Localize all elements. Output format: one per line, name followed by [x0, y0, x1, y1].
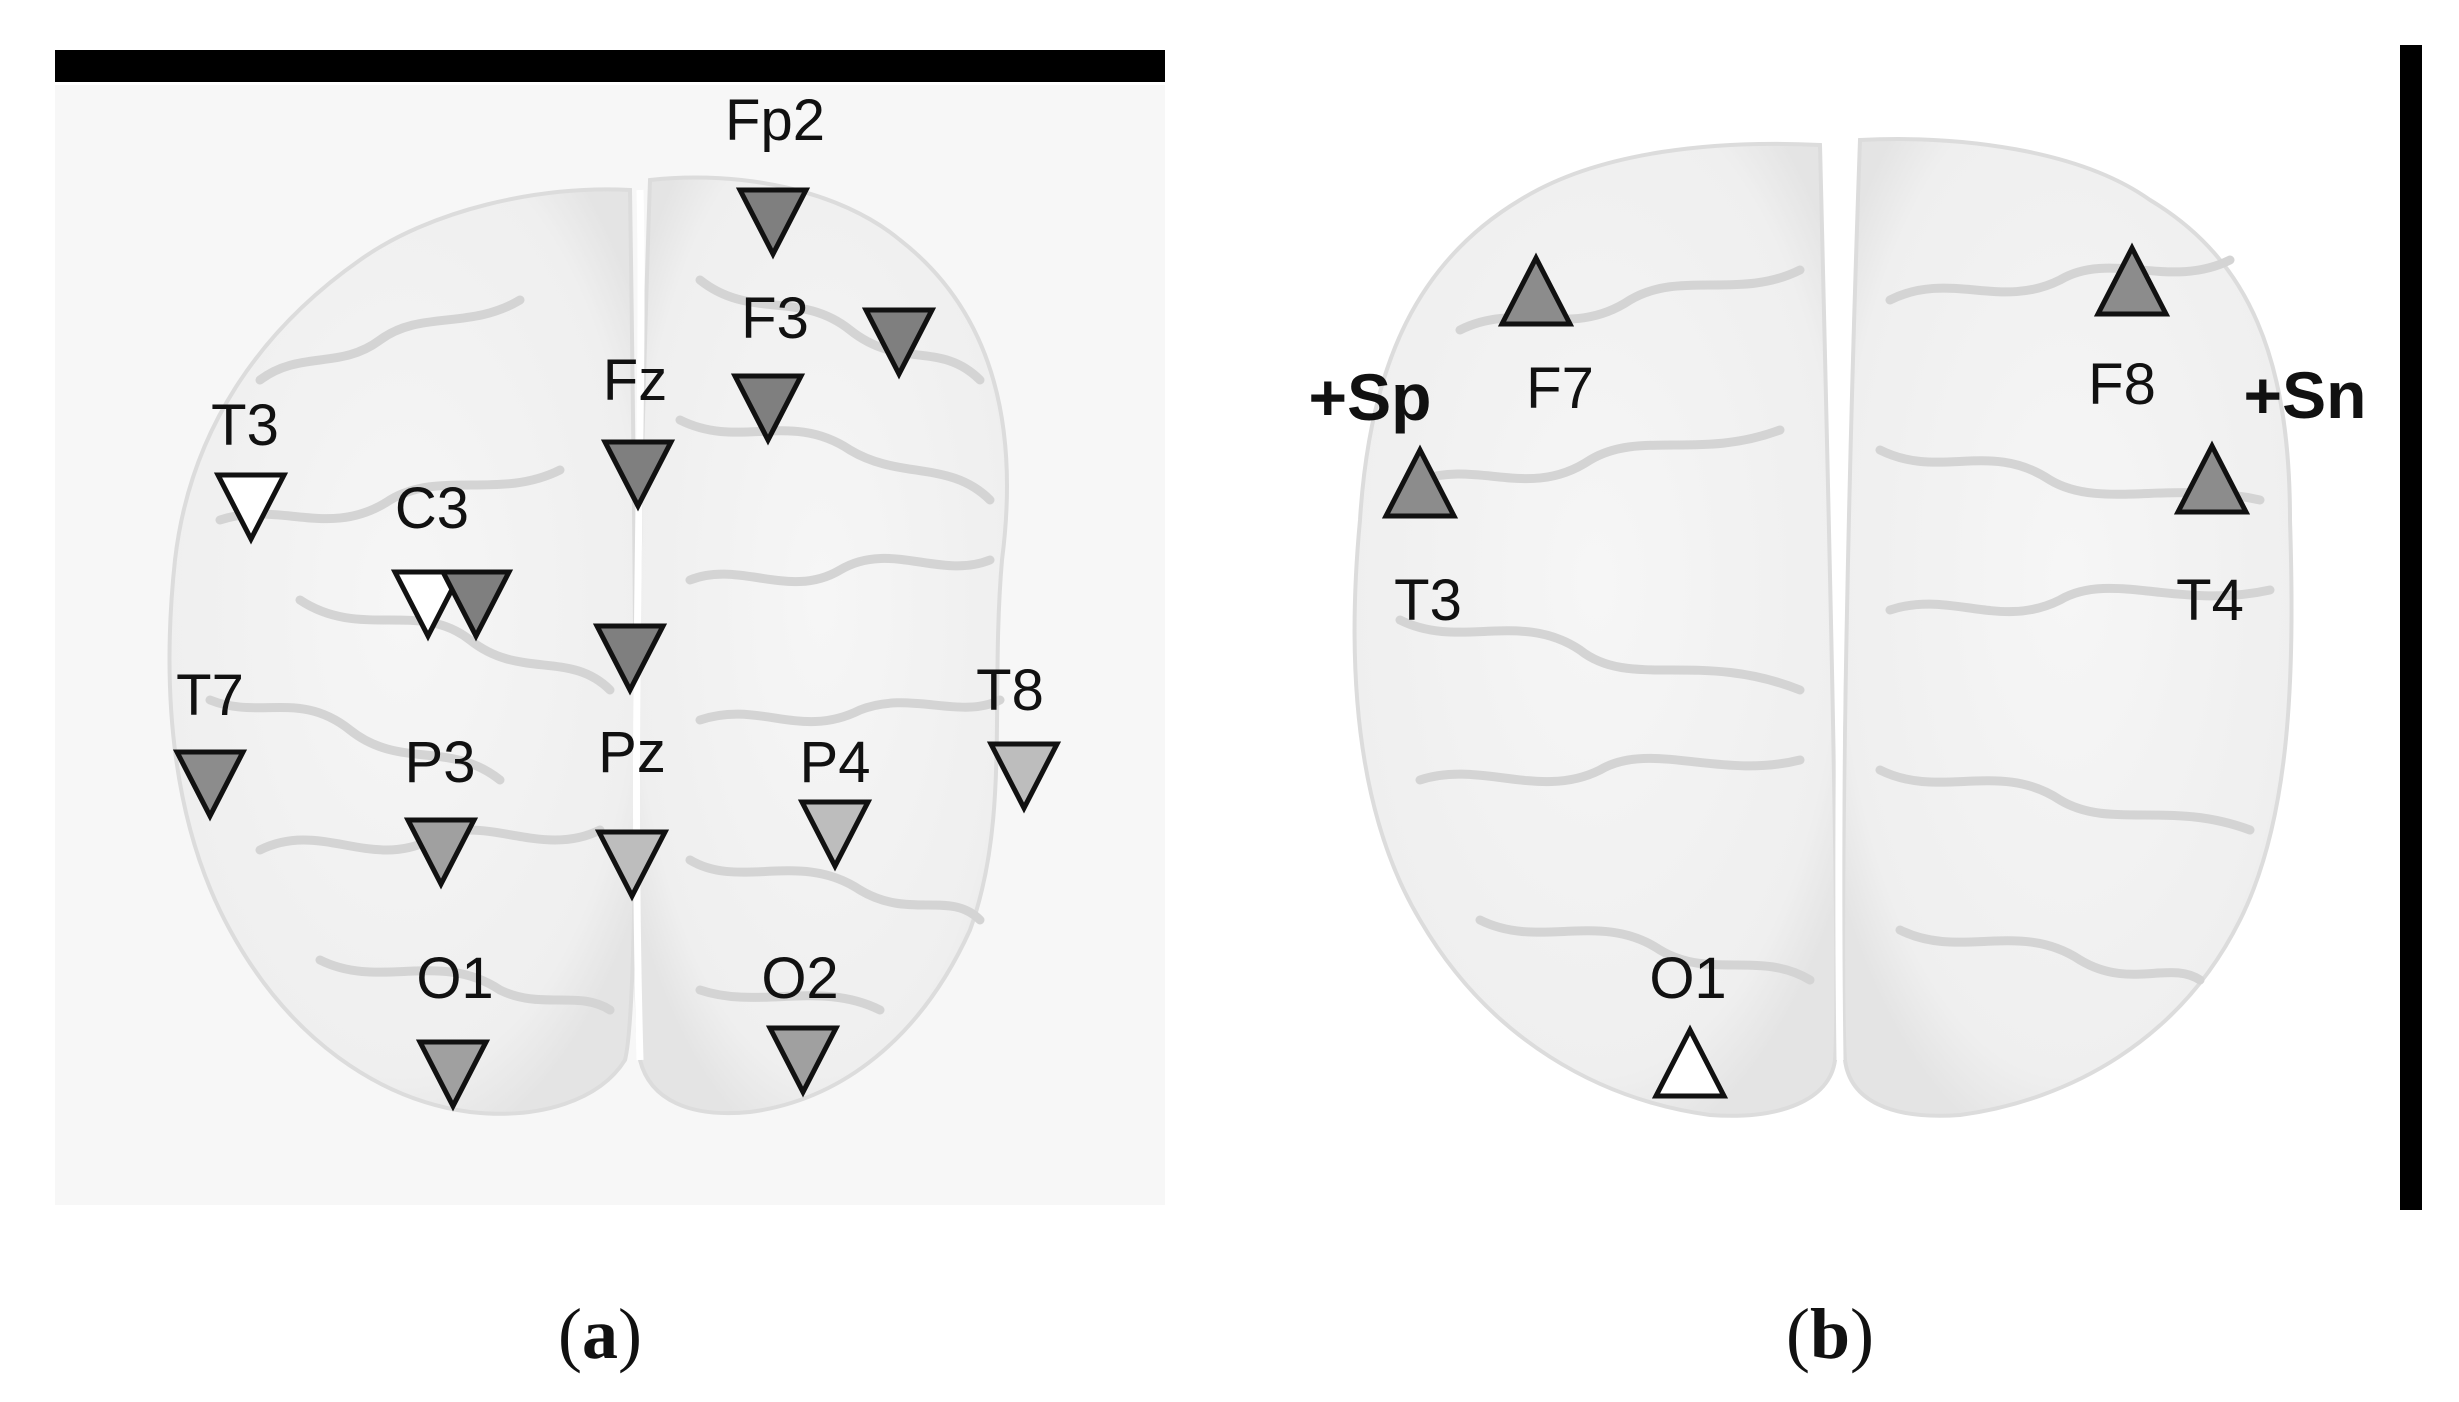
electrode-f3: F3 — [730, 286, 809, 446]
panel-b-midline-fissure — [1835, 149, 1848, 1061]
panel-b-right-hemisphere — [1841, 137, 2294, 1118]
electrode-marker-down — [213, 472, 289, 545]
electrode-label: F3 — [741, 286, 809, 351]
electrode-label: T8 — [976, 658, 1044, 723]
electrode-label: Fz — [603, 348, 667, 413]
electrode-o1-b: O1 — [1649, 946, 1729, 1099]
electrode-t4: T4 — [2173, 440, 2251, 633]
electrode-marker-down — [730, 373, 806, 446]
panel-a: Fp2 F3 Fz T3 C3 — [55, 50, 1165, 1374]
electrode-o1: O1 — [415, 946, 494, 1112]
electrode-label: T3 — [211, 393, 279, 458]
electrode-label: P4 — [800, 730, 871, 795]
electrode-label: F7 — [1526, 356, 1594, 421]
label-plus-sp: +Sp — [1309, 360, 1432, 434]
electrode-marker-up — [2093, 242, 2171, 317]
electrode-label: C3 — [395, 476, 469, 541]
electrode-marker-down — [765, 1025, 841, 1098]
electrode-marker-down — [390, 569, 466, 642]
electrode-unlabeled-frontal-right — [861, 307, 937, 380]
electrode-t3: T3 — [211, 393, 289, 545]
panel-a-brain — [167, 175, 1009, 1116]
electrode-p3: P3 — [403, 730, 479, 890]
electrode-t8: T8 — [976, 658, 1062, 814]
electrode-marker-down — [594, 829, 670, 902]
electrode-label: O1 — [416, 946, 493, 1011]
electrode-label: T3 — [1394, 568, 1462, 633]
electrode-marker-up — [1651, 1024, 1729, 1099]
electrode-marker-down — [172, 749, 248, 822]
panel-a-caption: (a) — [558, 1294, 642, 1374]
label-plus-sn: +Sn — [2244, 358, 2367, 432]
electrode-label: P3 — [405, 730, 476, 795]
electrode-label: T4 — [2176, 568, 2244, 633]
electrode-label: Pz — [598, 720, 666, 785]
electrode-label: T7 — [176, 663, 244, 728]
electrode-unlabeled-central-midline — [592, 623, 668, 696]
electrode-f7: F7 — [1497, 252, 1594, 421]
electrode-t3-b: T3 — [1381, 444, 1462, 633]
electrode-label: O1 — [1649, 946, 1726, 1011]
electrode-label: O2 — [761, 946, 838, 1011]
panel-b: F7 F8 T3 T4 O1 +Sp +Sn — [1309, 45, 2422, 1374]
electrode-label: F8 — [2088, 352, 2156, 417]
electrode-fp2: Fp2 — [725, 88, 825, 260]
electrode-o2: O2 — [761, 946, 841, 1098]
panel-b-gyri — [1395, 255, 2275, 985]
electrode-marker-down — [592, 623, 668, 696]
electrode-marker-up — [1381, 444, 1459, 519]
electrode-marker-up — [1497, 252, 1575, 327]
electrode-marker-down — [986, 741, 1062, 814]
electrode-marker-down — [403, 817, 479, 890]
electrode-fz: Fz — [600, 348, 676, 512]
panel-b-vertical-bar — [2400, 45, 2422, 1210]
electrode-marker-down — [797, 799, 873, 872]
electrode-marker-down — [861, 307, 937, 380]
electrode-marker-down — [735, 187, 811, 260]
panel-a-midline-fissure — [632, 189, 645, 1061]
panel-a-horizontal-bar — [55, 50, 1165, 82]
panel-b-brain — [1352, 137, 2294, 1118]
panel-b-caption: (b) — [1786, 1294, 1874, 1374]
panel-b-electrodes: F7 F8 T3 T4 O1 — [1381, 242, 2251, 1099]
electrode-marker-down — [415, 1039, 491, 1112]
electrode-c3: C3 — [390, 476, 514, 642]
electrode-marker-down — [438, 569, 514, 642]
electrode-marker-up — [2173, 440, 2251, 515]
electrode-f8: F8 — [2088, 242, 2171, 417]
electrode-marker-down — [600, 439, 676, 512]
electrode-t7: T7 — [172, 663, 248, 822]
electrode-p4: P4 — [797, 730, 873, 872]
panel-a-electrodes: Fp2 F3 Fz T3 C3 — [172, 88, 1062, 1112]
electrode-pz: Pz — [594, 720, 670, 902]
electrode-label: Fp2 — [725, 88, 825, 153]
